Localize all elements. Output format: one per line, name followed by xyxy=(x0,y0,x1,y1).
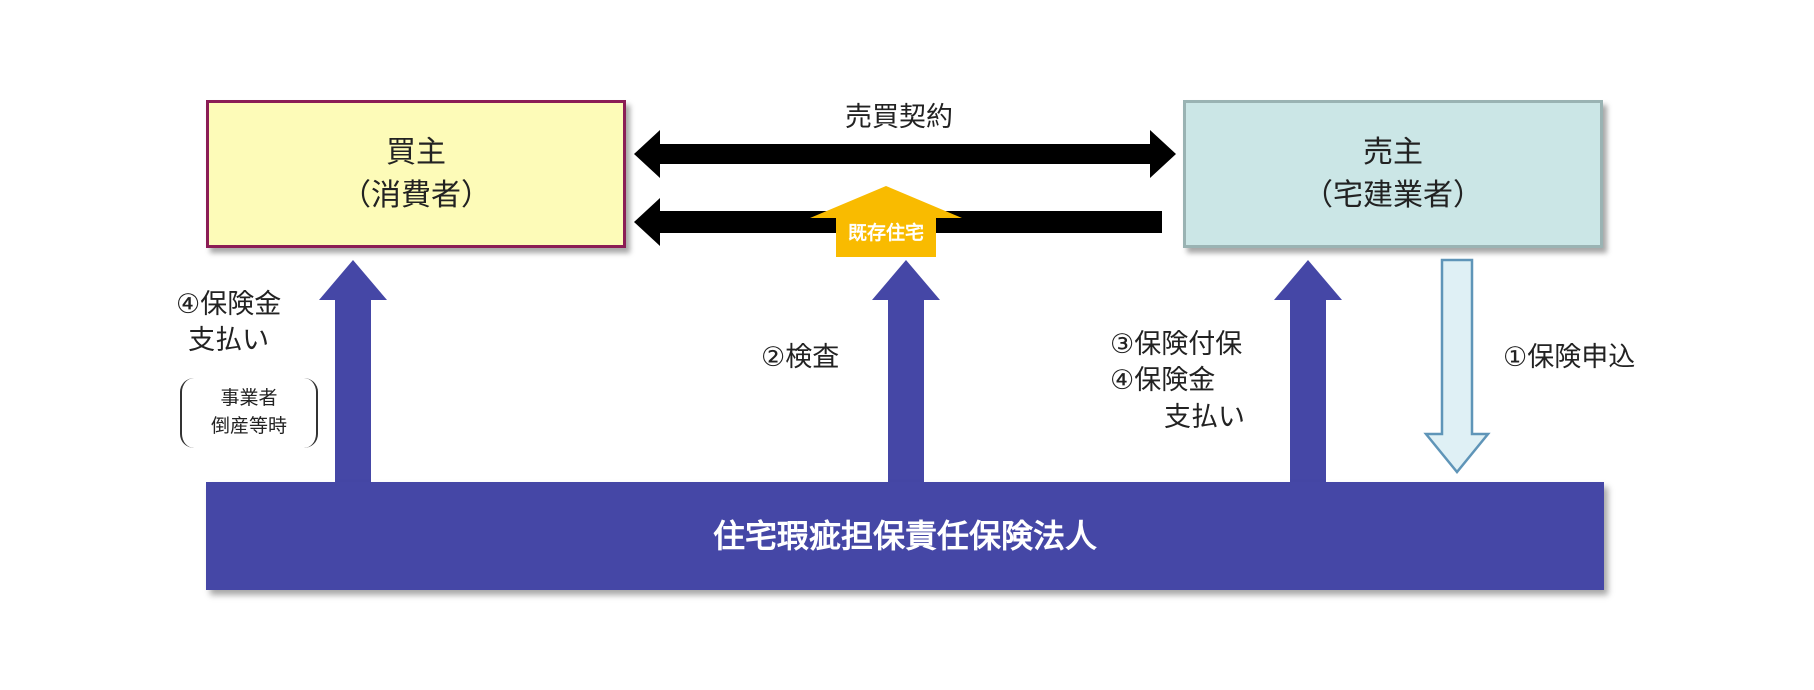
seller-box: 売主 （宅建業者） xyxy=(1183,100,1603,248)
buyer-box: 買主 （消費者） xyxy=(206,100,626,248)
existing-house-arrow xyxy=(810,186,962,257)
insurance-seller-line1: ③保険付保 xyxy=(1110,329,1243,360)
buyer-title: 買主 xyxy=(386,134,446,170)
existing-house-label: 既存住宅 xyxy=(847,222,924,244)
payment-buyer-line2: 支払い xyxy=(188,325,270,357)
inspection-arrow xyxy=(872,260,940,482)
insurance-seller-line3: 支払い xyxy=(1164,401,1245,433)
payment-buyer-label: ④保険金 支払い xyxy=(176,287,281,360)
application-arrow xyxy=(1423,258,1491,474)
apply-label: ①保険申込 xyxy=(1503,342,1636,373)
contract-label: 売買契約 xyxy=(845,102,953,133)
insurance-seller-label: ③保険付保 ④保険金 支払い xyxy=(1110,327,1245,436)
seller-title: 売主 xyxy=(1363,134,1423,170)
insurance-corporation-bar: 住宅瑕疵担保責任保険法人 xyxy=(206,482,1604,590)
insurance-seller-arrow xyxy=(1274,260,1342,482)
seller-subtitle: （宅建業者） xyxy=(1303,178,1483,213)
bankruptcy-note: 事業者 倒産等時 xyxy=(180,378,318,448)
insurance-corporation-label: 住宅瑕疵担保責任保険法人 xyxy=(712,516,1097,555)
contract-double-arrow xyxy=(634,130,1176,178)
buyer-subtitle: （消費者） xyxy=(341,178,491,213)
bankruptcy-note-line1: 事業者 xyxy=(220,387,278,410)
payment-buyer-line1: ④保険金 xyxy=(176,289,282,320)
inspection-label: ②検査 xyxy=(761,342,840,373)
insurance-seller-line2: ④保険金 xyxy=(1110,365,1216,397)
payment-buyer-arrow xyxy=(319,260,387,482)
bankruptcy-note-line2: 倒産等時 xyxy=(210,415,287,437)
